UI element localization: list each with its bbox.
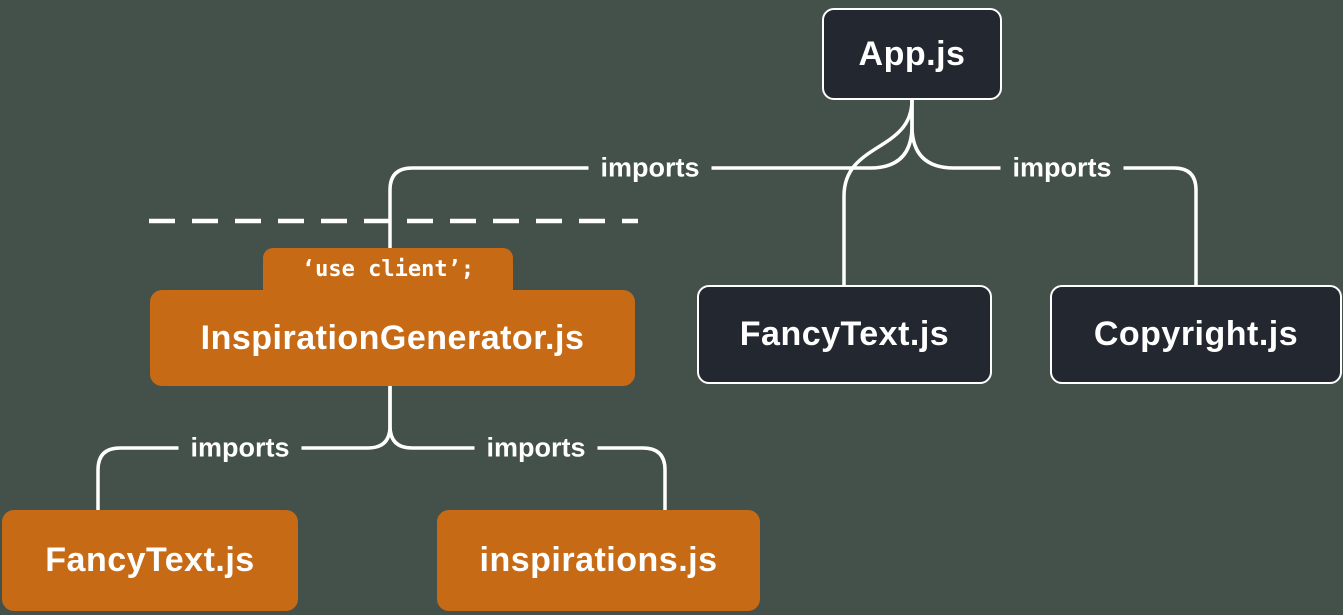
- edge-app-to-copyright: [910, 100, 1198, 285]
- imports-label-inspiration-generator-fancytext: imports: [178, 430, 302, 466]
- node-label: inspirations.js: [479, 541, 718, 579]
- imports-label-inspiration-generator-inspirations: imports: [474, 430, 598, 466]
- edge-app-to-fancytext: [842, 99, 914, 285]
- node-app-js: App.js: [822, 8, 1002, 100]
- node-label: FancyText.js: [739, 315, 950, 353]
- node-label: InspirationGenerator.js: [200, 318, 585, 357]
- edge-app-to-inspiration-generator: [388, 100, 914, 250]
- use-client-directive-badge: ‘use client’;: [263, 248, 513, 291]
- node-inspirations-js: inspirations.js: [437, 510, 760, 611]
- node-fancytext-js-client: FancyText.js: [2, 510, 298, 611]
- imports-label-app-copyright: imports: [1000, 150, 1124, 186]
- node-label: App.js: [858, 34, 966, 73]
- node-copyright-js: Copyright.js: [1050, 285, 1342, 384]
- node-fancytext-js-server: FancyText.js: [697, 285, 992, 384]
- node-label: FancyText.js: [45, 541, 255, 579]
- node-label: Copyright.js: [1093, 315, 1299, 353]
- imports-label-app-inspiration-generator: imports: [588, 150, 712, 186]
- directive-text: ‘use client’;: [301, 257, 475, 282]
- node-inspiration-generator-js: InspirationGenerator.js: [150, 290, 635, 386]
